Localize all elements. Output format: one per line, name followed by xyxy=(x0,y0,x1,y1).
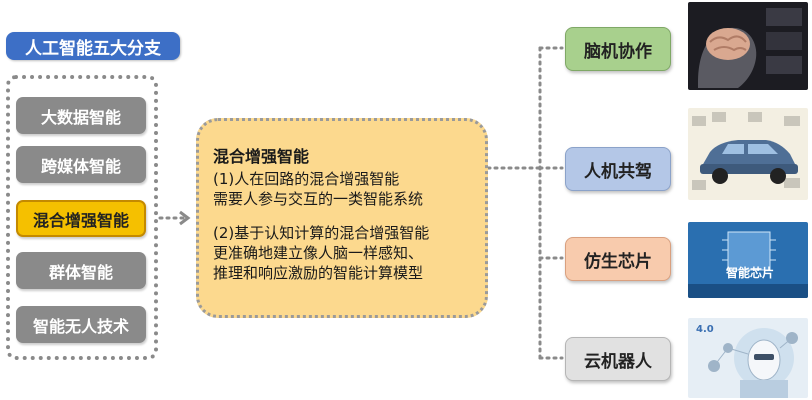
item1-desc: 需要人参与交互的一类智能系统 xyxy=(213,190,424,208)
branches-frame xyxy=(6,75,158,360)
center-heading: 混合增强智能 xyxy=(213,147,310,166)
item2-desc-2: 推理和响应激励的智能计算模型 xyxy=(213,264,424,282)
item1-title: (1)人在回路的混合增强智能 xyxy=(213,170,400,188)
diagram-title: 人工智能五大分支 xyxy=(6,32,180,60)
car-image xyxy=(688,108,808,200)
branch-label: 大数据智能 xyxy=(40,107,121,127)
arrow-head-icon xyxy=(179,210,191,226)
branch-label: 群体智能 xyxy=(48,262,113,282)
app-label: 人机共驾 xyxy=(584,161,652,182)
branch-label: 智能无人技术 xyxy=(32,316,129,336)
branch-hybrid-augmented: 混合增强智能 xyxy=(16,200,146,237)
robot-image: 4.0 xyxy=(688,318,808,398)
item2-desc-1: 更准确地建立像人脑一样感知、 xyxy=(213,244,424,262)
center-description-box: 混合增强智能 (1)人在回路的混合增强智能 需要人参与交互的一类智能系统 (2)… xyxy=(196,118,488,318)
diagram-title-text: 人工智能五大分支 xyxy=(25,38,161,59)
app-label: 云机器人 xyxy=(584,351,652,372)
chip-caption: 智能芯片 xyxy=(726,266,775,280)
app-label: 脑机协作 xyxy=(584,41,652,62)
app-human-machine-driving: 人机共驾 xyxy=(565,147,671,191)
app-label: 仿生芯片 xyxy=(584,251,652,272)
app-cloud-robot: 云机器人 xyxy=(565,337,671,381)
branch-unmanned: 智能无人技术 xyxy=(16,306,146,343)
branch-label: 跨媒体智能 xyxy=(40,156,121,176)
branch-cross-media: 跨媒体智能 xyxy=(16,146,146,183)
branch-swarm: 群体智能 xyxy=(16,252,146,289)
robot-caption: 4.0 xyxy=(696,324,714,335)
app-bionic-chip: 仿生芯片 xyxy=(565,237,671,281)
branch-label: 混合增强智能 xyxy=(32,210,129,230)
brain-image xyxy=(688,2,808,90)
app-brain-machine: 脑机协作 xyxy=(565,27,671,71)
chip-image: 智能芯片 xyxy=(688,222,808,298)
item2-title: (2)基于认知计算的混合增强智能 xyxy=(213,224,430,242)
branch-big-data: 大数据智能 xyxy=(16,97,146,134)
